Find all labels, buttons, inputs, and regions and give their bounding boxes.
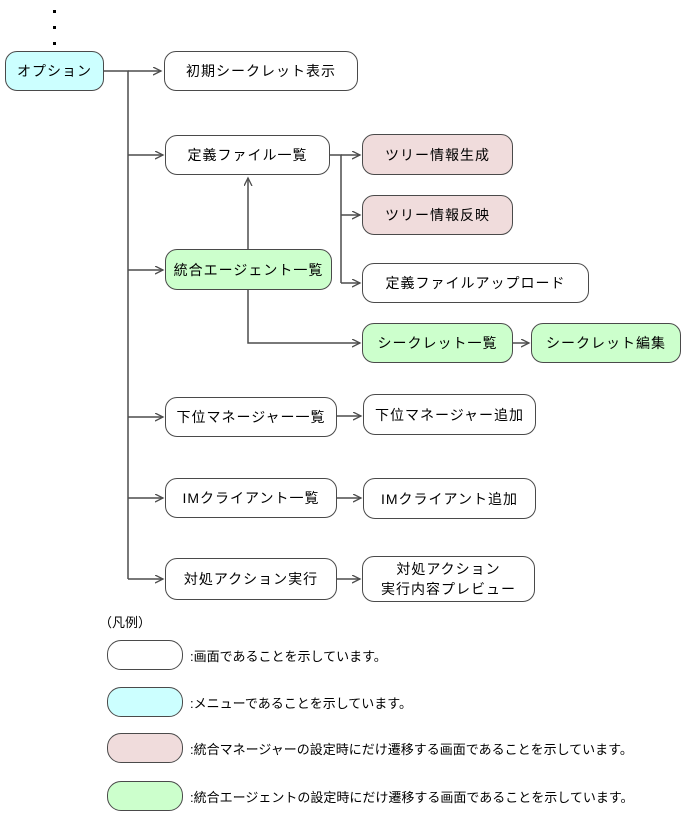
connector-agent-to-secret-list	[247, 289, 360, 343]
legend-row-screen: :画面であることを示しています。	[107, 639, 387, 671]
node-lower-manager-list-label: 下位マネージャー一覧	[176, 409, 326, 425]
node-im-client-list-label: IMクライアント一覧	[182, 490, 320, 506]
node-definition-file-list-label: 定義ファイル一覧	[187, 147, 308, 163]
node-initial-secret: 初期シークレット表示	[164, 51, 358, 91]
node-options-label: オプション	[17, 63, 92, 79]
node-tree-info-create: ツリー情報生成	[362, 134, 513, 175]
node-integrated-agent-list-label: 統合エージェント一覧	[173, 261, 324, 278]
node-secret-edit: シークレット編集	[531, 323, 681, 363]
legend-desc-manager-screen: :統合マネージャーの設定時にだけ遷移する画面であることを示しています。	[190, 741, 633, 757]
legend-swatch-screen	[107, 640, 183, 670]
node-secret-list-label: シークレット一覧	[377, 335, 498, 351]
node-im-client-list: IMクライアント一覧	[165, 478, 337, 518]
node-definition-file-upload-label: 定義ファイルアップロード	[385, 275, 566, 291]
legend-swatch-manager-screen	[107, 733, 183, 763]
node-action-preview: 対処アクション 実行内容プレビュー	[362, 556, 535, 602]
legend-desc-screen: :画面であることを示しています。	[190, 648, 387, 664]
node-im-client-add: IMクライアント追加	[363, 478, 536, 519]
dot	[53, 42, 56, 45]
legend-desc-agent-screen: :統合エージェントの設定時にだけ遷移する画面であることを示しています。	[190, 789, 634, 805]
dot	[53, 10, 56, 13]
legend-swatch-agent-screen	[107, 781, 183, 811]
connector-layer	[104, 0, 692, 620]
node-definition-file-upload: 定義ファイルアップロード	[362, 263, 589, 303]
legend-row-menu: :メニューであることを示しています。	[107, 686, 412, 718]
node-tree-info-apply-label: ツリー情報反映	[385, 207, 490, 223]
legend-row-agent-screen: :統合エージェントの設定時にだけ遷移する画面であることを示しています。	[107, 780, 634, 812]
node-definition-file-list: 定義ファイル一覧	[165, 135, 330, 175]
legend-swatch-menu	[107, 687, 183, 717]
node-options: オプション	[5, 51, 104, 91]
legend-row-manager-screen: :統合マネージャーの設定時にだけ遷移する画面であることを示しています。	[107, 732, 633, 764]
legend-desc-menu: :メニューであることを示しています。	[190, 695, 413, 711]
node-lower-manager-add-label: 下位マネージャー追加	[374, 406, 525, 423]
node-action-execute-label: 対処アクション実行	[183, 571, 319, 587]
node-secret-edit-label: シークレット編集	[546, 335, 666, 351]
continuation-dots	[53, 10, 56, 58]
node-action-execute: 対処アクション実行	[165, 558, 337, 600]
node-tree-info-apply: ツリー情報反映	[362, 195, 513, 235]
legend-title: （凡例）	[99, 615, 152, 630]
node-im-client-add-label: IMクライアント追加	[381, 490, 518, 507]
node-tree-info-create-label: ツリー情報生成	[385, 146, 490, 163]
node-lower-manager-list: 下位マネージャー一覧	[165, 397, 337, 437]
node-action-preview-label: 対処アクション 実行内容プレビュー	[381, 560, 516, 597]
node-initial-secret-label: 初期シークレット表示	[186, 63, 336, 79]
node-secret-list: シークレット一覧	[362, 323, 513, 363]
node-lower-manager-add: 下位マネージャー追加	[363, 394, 536, 435]
dot	[53, 26, 56, 29]
connector-options-trunk	[104, 70, 129, 579]
node-integrated-agent-list: 統合エージェント一覧	[165, 249, 332, 290]
